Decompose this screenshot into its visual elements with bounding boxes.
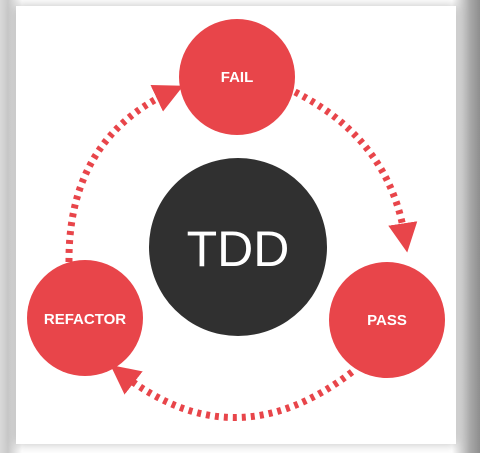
pass-label: PASS [367, 312, 407, 329]
refactor-node [27, 260, 143, 376]
pass-node [329, 262, 445, 378]
arrow-pass-to-refactor [110, 364, 355, 421]
refactor-label: REFACTOR [44, 311, 126, 328]
fail-node [179, 19, 295, 135]
center-node [149, 158, 327, 336]
fail-label: FAIL [221, 69, 254, 86]
center-label: TDD [187, 221, 290, 277]
arrow-refactor-to-fail [65, 84, 184, 263]
